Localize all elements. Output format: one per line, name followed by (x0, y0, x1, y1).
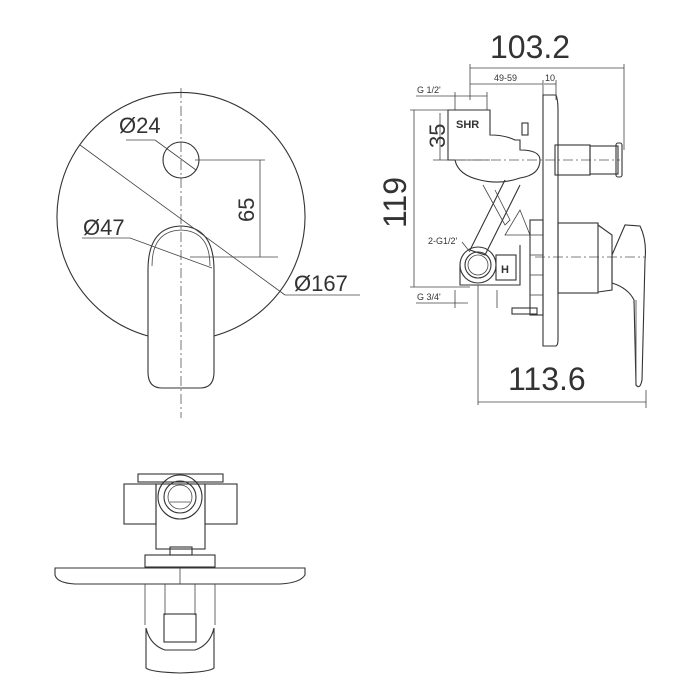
front-view: Ø24 Ø47 Ø167 65 (56, 88, 360, 418)
handle-lever (611, 224, 646, 388)
shower-outlet-body (447, 109, 541, 183)
dim-outlet-offset-label: 35 (425, 124, 450, 148)
top-inlet-ring (157, 474, 203, 520)
body-center (155, 483, 206, 550)
dim-plate-thickness-label: 10 (545, 73, 555, 83)
body-left-block (123, 483, 157, 525)
dim-handle-label: Ø47 (83, 215, 125, 240)
dim-wall-depth-label: 49-59 (494, 73, 517, 83)
side-thread-label: 2-G1/2' (428, 236, 458, 246)
inlet-thread-label: G 3/4' (417, 292, 441, 302)
dim-height-label: 119 (377, 177, 413, 228)
dim-total-depth-label: 103.2 (490, 29, 570, 65)
wall-plate-side (542, 94, 559, 347)
dim-projection-label: 113.6 (508, 361, 586, 397)
shower-label: SHR (456, 119, 479, 131)
side-view: 103.2 49-59 10 G 1/2' 119 35 SHR H 2- (377, 29, 647, 408)
handle-body (147, 270, 215, 389)
top-view (54, 473, 306, 674)
handle-top (147, 225, 215, 271)
lever-top (145, 627, 215, 674)
diverter-knob (615, 142, 623, 178)
dim-small-hole-label: Ø24 (119, 113, 161, 138)
dim-plate-label: Ø167 (294, 271, 348, 296)
inlet-ring-inner (464, 251, 492, 279)
handle-sleeve (557, 222, 599, 294)
connecting-pipe (469, 179, 521, 256)
dim-offset-label: 65 (234, 198, 259, 222)
hot-label: H (501, 264, 509, 276)
outlet-thread-label: G 1/2' (417, 85, 441, 95)
plate-top (54, 567, 306, 585)
cartridge-flange (529, 219, 544, 316)
body-right-block (204, 483, 238, 525)
